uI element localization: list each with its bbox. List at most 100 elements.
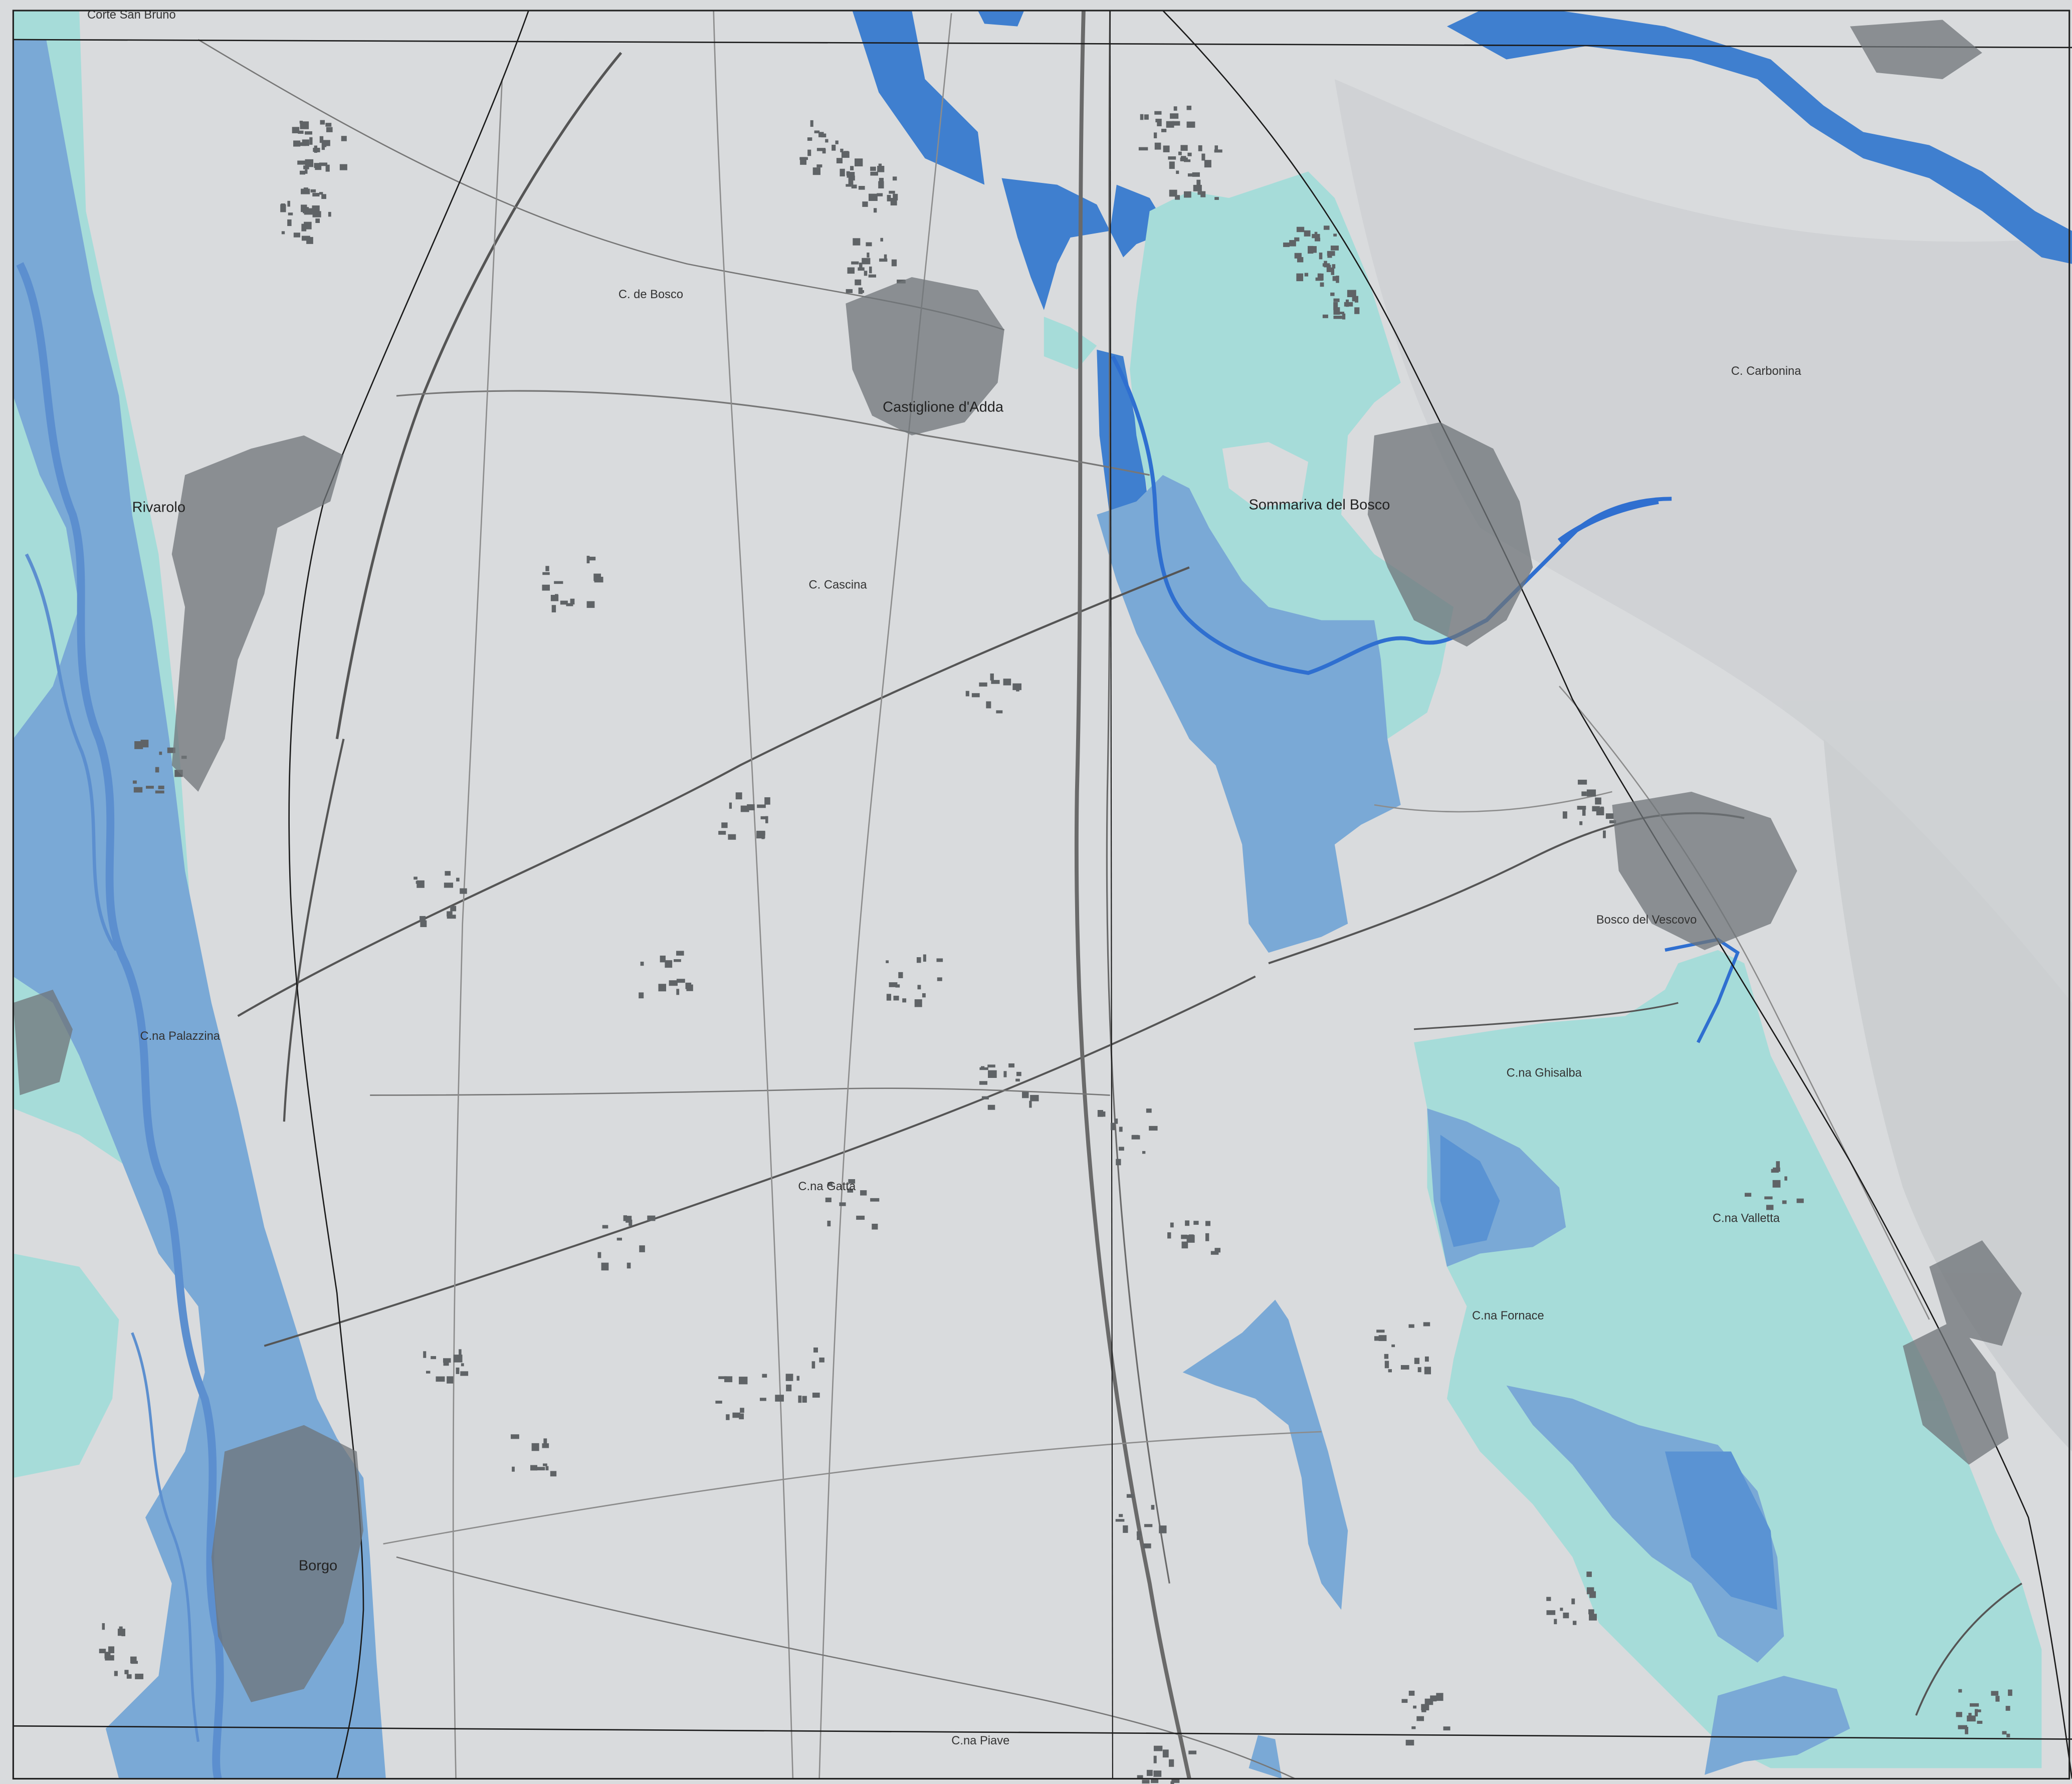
building-block xyxy=(861,290,864,293)
building-block xyxy=(715,1401,722,1404)
hazard-zone-west xyxy=(13,11,386,1780)
building-block xyxy=(1776,1161,1780,1168)
building-block xyxy=(1312,234,1320,239)
building-block xyxy=(601,1262,609,1271)
building-block xyxy=(1414,1358,1420,1364)
building-block xyxy=(1603,830,1606,838)
settlement-icon xyxy=(13,20,2022,1702)
building-block xyxy=(1163,145,1170,152)
building-block xyxy=(848,177,854,185)
building-block xyxy=(1991,1691,1999,1696)
building-block xyxy=(423,1351,427,1358)
town-east-area xyxy=(1612,791,1797,950)
building-block xyxy=(1322,314,1328,318)
building-block xyxy=(1283,242,1290,247)
building-block xyxy=(1354,307,1360,314)
building-block xyxy=(1173,106,1177,111)
building-block xyxy=(1192,172,1200,177)
building-block xyxy=(858,267,865,271)
building-block xyxy=(1015,1078,1020,1082)
building-block xyxy=(870,1198,880,1202)
building-block xyxy=(1572,1621,1577,1625)
building-block xyxy=(860,1190,867,1196)
building-block xyxy=(868,274,876,278)
building-block xyxy=(889,190,895,194)
building-block xyxy=(1154,142,1161,150)
building-block xyxy=(1562,811,1567,819)
building-block xyxy=(1205,1221,1211,1226)
building-block xyxy=(1157,118,1162,126)
building-block xyxy=(1408,1324,1414,1328)
building-block xyxy=(873,208,877,213)
building-block xyxy=(759,1398,766,1401)
building-block xyxy=(936,958,943,962)
building-block xyxy=(1546,1597,1551,1601)
building-block xyxy=(292,127,300,133)
hazard-zone-southeast xyxy=(1414,938,2042,1775)
building-block xyxy=(923,954,926,962)
building-block xyxy=(531,1443,539,1451)
town-sommariva-area xyxy=(1367,422,1533,647)
building-block xyxy=(1296,227,1305,233)
building-block xyxy=(108,1646,115,1654)
building-block xyxy=(665,960,673,968)
building-block xyxy=(328,211,331,217)
building-block xyxy=(341,136,347,141)
building-block xyxy=(1977,1709,1981,1712)
building-block xyxy=(543,1438,547,1445)
building-block xyxy=(1352,295,1355,302)
building-block xyxy=(855,158,863,167)
building-block xyxy=(453,1355,463,1363)
building-block xyxy=(588,556,596,561)
building-block xyxy=(1188,1750,1197,1754)
building-block xyxy=(1008,1063,1015,1068)
building-block xyxy=(1144,114,1149,120)
building-block xyxy=(848,1179,856,1184)
building-block xyxy=(1582,809,1586,816)
building-block xyxy=(627,1262,631,1269)
building-block xyxy=(1003,1071,1007,1077)
building-block xyxy=(1022,1091,1029,1098)
building-block xyxy=(895,984,900,988)
building-block xyxy=(530,1465,537,1471)
building-block-icon xyxy=(99,105,2012,1784)
building-block xyxy=(104,1652,111,1659)
building-block xyxy=(886,994,892,1001)
building-block xyxy=(299,120,303,124)
building-block xyxy=(298,130,304,134)
building-block xyxy=(1153,1755,1157,1763)
building-block xyxy=(1155,118,1160,123)
building-block xyxy=(866,242,872,247)
building-block xyxy=(724,1376,733,1383)
building-block xyxy=(287,219,292,227)
building-block xyxy=(1320,282,1324,287)
building-block xyxy=(1336,276,1339,283)
building-block xyxy=(839,1202,846,1206)
building-block xyxy=(1969,1703,1979,1707)
building-block xyxy=(1170,1222,1174,1228)
building-block xyxy=(594,576,603,583)
building-block xyxy=(1784,1176,1787,1181)
building-block xyxy=(1995,1696,2000,1702)
building-block xyxy=(510,1434,519,1439)
building-block xyxy=(739,1377,748,1385)
building-block xyxy=(1586,789,1596,797)
building-block xyxy=(1210,1251,1219,1255)
building-block xyxy=(1595,798,1599,803)
building-block xyxy=(288,212,293,215)
building-block xyxy=(1146,1108,1152,1113)
building-block xyxy=(640,962,644,966)
building-block xyxy=(718,1376,727,1379)
building-block xyxy=(840,168,845,177)
building-block xyxy=(1320,273,1324,281)
building-block xyxy=(1400,1365,1409,1370)
building-block xyxy=(1137,1532,1141,1540)
label-place-2: C. Cascina xyxy=(809,578,868,591)
building-block xyxy=(1378,1335,1387,1342)
hazard-low-southwest xyxy=(13,1253,119,1478)
building-block xyxy=(676,979,685,983)
building-block xyxy=(1424,1356,1429,1362)
building-block xyxy=(586,601,595,608)
building-block xyxy=(868,193,878,201)
